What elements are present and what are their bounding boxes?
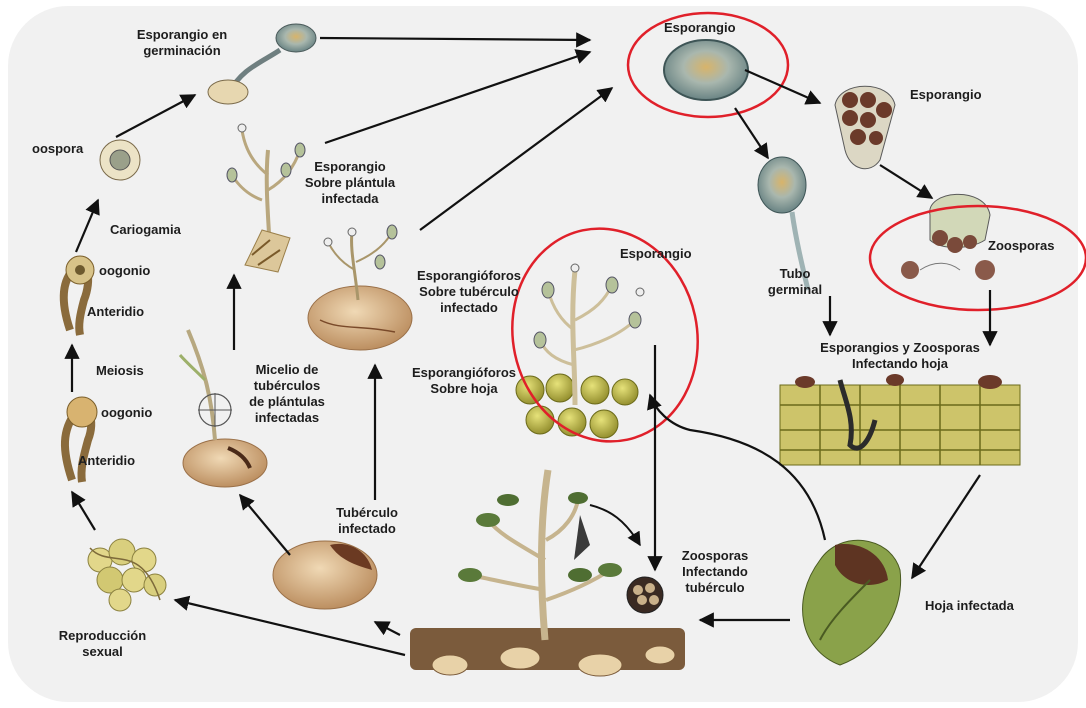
label-oospora: oospora [32,141,83,157]
label-esporangioforos-tuberculo: Esporangióforos Sobre tubérculo infectad… [404,268,534,316]
label-esporangio-leaf: Esporangio [620,246,692,262]
label-esporangio-top: Esporangio [664,20,736,36]
label-esporangio-plantula: Esporangio Sobre plántula infectada [295,159,405,207]
label-tubo-germinal: Tubo germinal [760,266,830,298]
leaf-cross-section-illustration [780,374,1020,465]
label-esporangios-zoosporas: Esporangios y Zoosporas Infectando hoja [770,340,1030,372]
label-anteridio-2: Anteridio [78,453,135,469]
label-oogonio-2: oogonio [101,405,152,421]
sporangium-top-illustration [664,40,748,100]
label-zoosporas: Zoosporas [988,238,1054,254]
label-esporangioforos-hoja: Esporangióforos Sobre hoja [394,365,534,397]
label-esporangio-right: Esporangio [910,87,982,103]
label-oogonio-1: oogonio [99,263,150,279]
infected-tuber-illustration [273,541,377,609]
label-reproduccion-sexual: Reproducción sexual [45,628,160,660]
label-cariogamia: Cariogamia [110,222,181,238]
label-esporangio-germinacion: Esporangio en germinación [112,27,252,59]
label-hoja-infectada: Hoja infectada [925,598,1014,614]
label-tuberculo-infectado: Tubérculo infectado [322,505,412,537]
label-zoosporas-tuberculo: Zoosporas Infectando tubérculo [670,548,760,596]
label-micelio: Micelio de tubérculos de plántulas infec… [232,362,342,426]
oospore-illustration [100,140,140,180]
label-anteridio-1: Anteridio [87,304,144,320]
zoospores-tuber-illustration [627,577,663,613]
label-meiosis: Meiosis [96,363,144,379]
